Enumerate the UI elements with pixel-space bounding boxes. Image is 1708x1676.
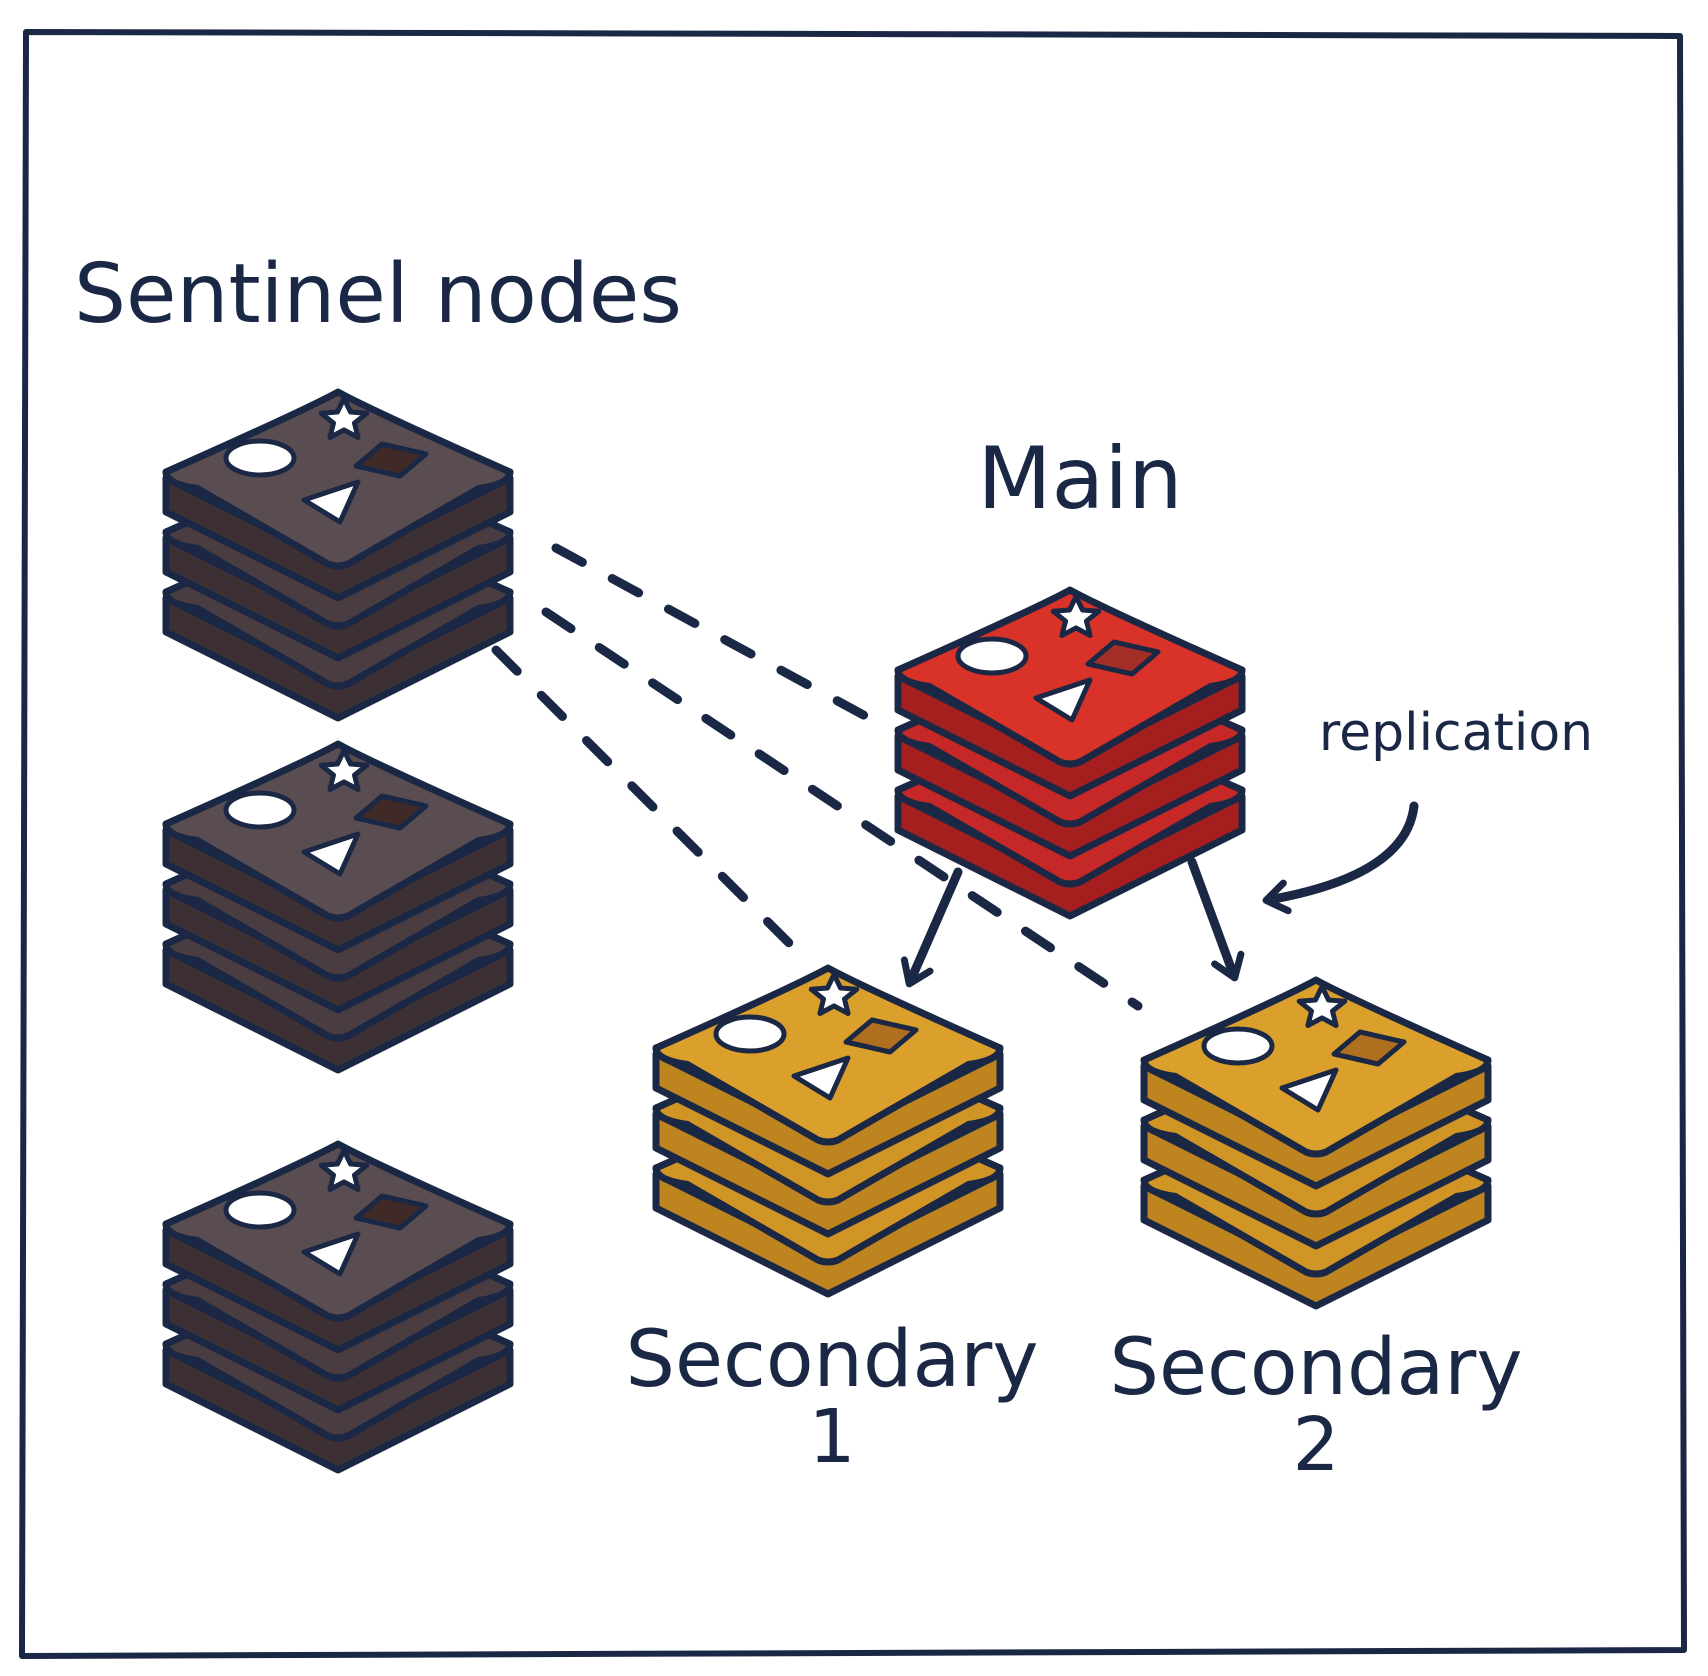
ellipse-icon xyxy=(223,438,297,478)
square-icon xyxy=(1331,1029,1407,1067)
redis-node-stacks xyxy=(162,388,1492,1474)
secondary-2-node xyxy=(1140,976,1492,1310)
replication-label: replication xyxy=(1319,703,1593,763)
ellipse-icon xyxy=(713,1014,787,1054)
square-icon xyxy=(353,1193,429,1231)
square-icon xyxy=(353,441,429,479)
frame-border xyxy=(19,29,1687,1659)
star-icon xyxy=(318,1147,370,1192)
main-to-secondary-1-arrow xyxy=(900,867,963,988)
sentinel-node-3 xyxy=(162,1140,514,1474)
stack-top-face xyxy=(162,740,514,922)
main-node xyxy=(894,586,1246,920)
ellipse-icon xyxy=(223,1190,297,1230)
stack-top-face xyxy=(894,586,1246,768)
sentinel-to-main-line xyxy=(551,543,885,729)
main-to-secondary-2-arrow xyxy=(1187,857,1245,982)
replication-callout-arrow xyxy=(1262,801,1419,915)
triangle-icon xyxy=(1033,677,1093,723)
square-icon xyxy=(843,1017,919,1055)
star-icon xyxy=(1050,593,1102,638)
square-icon xyxy=(353,793,429,831)
triangle-icon xyxy=(301,831,361,877)
ellipse-icon xyxy=(223,790,297,830)
stack-top-face xyxy=(1140,976,1492,1158)
secondary-2-number: 2 xyxy=(1292,1402,1339,1488)
secondary-1-number: 1 xyxy=(808,1394,855,1480)
square-icon xyxy=(1085,639,1161,677)
secondary-2-label: Secondary xyxy=(1109,1323,1522,1413)
replication-arrows xyxy=(900,801,1419,988)
ellipse-icon xyxy=(955,636,1029,676)
star-icon xyxy=(318,747,370,792)
stack-top-face xyxy=(162,388,514,570)
stack-top-face xyxy=(162,1140,514,1322)
triangle-icon xyxy=(791,1055,851,1101)
star-icon xyxy=(1296,983,1348,1028)
sentinel-node-1 xyxy=(162,388,514,722)
sentinel-monitor-lines xyxy=(491,543,1143,1011)
secondary-1-node xyxy=(652,964,1004,1298)
secondary-1-label: Secondary xyxy=(625,1315,1038,1405)
triangle-icon xyxy=(301,479,361,525)
star-icon xyxy=(808,971,860,1016)
sentinel-node-2 xyxy=(162,740,514,1074)
ellipse-icon xyxy=(1201,1026,1275,1066)
star-icon xyxy=(318,395,370,440)
sentinel-to-secondary-2-line xyxy=(541,607,1143,1011)
main-label: Main xyxy=(977,429,1182,529)
sentinel-to-secondary-1-line xyxy=(491,645,813,967)
triangle-icon xyxy=(301,1231,361,1277)
triangle-icon xyxy=(1279,1067,1339,1113)
sentinel-nodes-heading: Sentinel nodes xyxy=(74,247,682,342)
stack-top-face xyxy=(652,964,1004,1146)
